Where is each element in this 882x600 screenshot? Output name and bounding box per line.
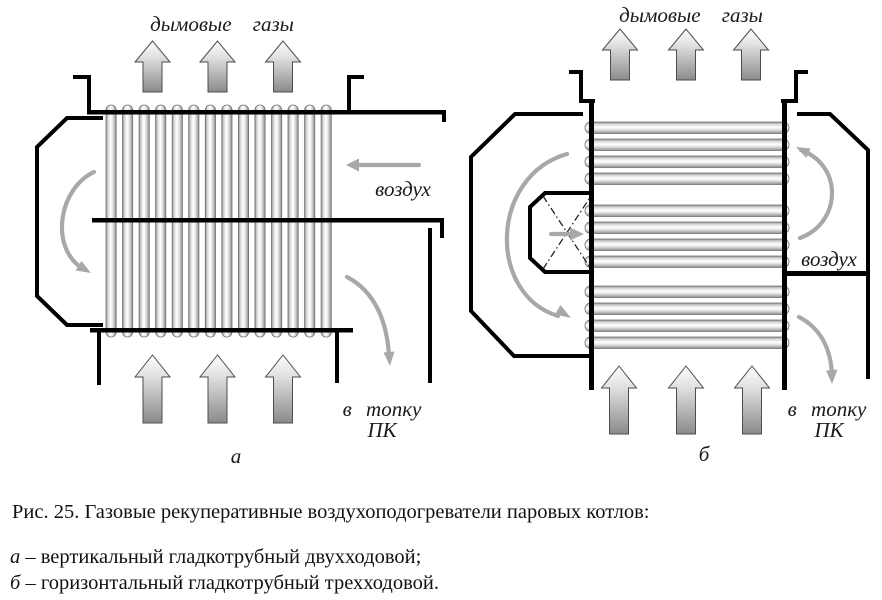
caption-key-a: а [10,546,20,568]
air-chamber-divider-b [783,271,868,276]
air-outlet-arrowhead-icon [383,351,395,366]
diagram-b-letter: б [699,442,711,466]
air-flow-arrows-a [59,158,422,366]
tube [584,285,790,298]
tube-sheet-right-b [782,103,787,390]
caption: Рис. 25. Газовые рекуперативные воздухоп… [10,501,650,594]
flange-top-right-a [347,75,351,112]
tube [584,302,790,315]
air-turn-right-arrowhead-icon [796,147,811,158]
caption-text-b: – горизонтальный гладкотрубный трехходов… [20,572,439,594]
pass-divider-hook-a [440,218,444,238]
tube-bank-b [584,121,790,349]
caption-item-b: б – горизонтальный гладкотрубный трехход… [10,572,439,594]
flue-gas-arrows-top-b [602,28,769,81]
flange-top-right-a [347,75,364,79]
flue-gas-arrows-bottom-b [601,365,770,435]
air-label-a: воздух [375,177,431,201]
to-furnace-label-a: в топку [343,397,422,421]
fan-flow-arrowhead-icon [570,227,584,241]
air-turn-arrowhead-icon [75,261,91,273]
casing-right-b [797,112,870,379]
air-outlet-wall-a [428,228,432,383]
tube-sheet-left-b [589,103,594,390]
pass-divider-baffle-a [92,218,444,223]
tube [584,121,790,134]
air-turn-arrow-icon [59,169,97,269]
flange-top-left-a [87,75,91,112]
flue-gas-arrow-up-icon [265,354,301,424]
air-duct-top-hook-a [442,110,446,122]
tube [584,155,790,168]
caption-item-a: а – вертикальный гладкотрубный двухходов… [10,546,421,568]
air-outlet-arrow-icon [796,314,835,378]
flue-gas-arrow-up-icon [134,354,171,424]
to-furnace-label-b: в топку [788,397,867,421]
tube [584,172,790,185]
air-turn-left-arrowhead-icon [555,305,571,318]
flue-gas-arrow-up-icon [668,365,704,435]
flange-top-left-a [73,75,91,79]
flange-top-left-b [579,70,583,103]
flue-gas-arrow-up-icon [733,28,769,81]
casing-left-b [469,112,590,358]
flue-gas-arrow-up-icon [134,40,171,93]
tube-sheet-bottom-a [90,328,353,333]
flue-gas-arrow-up-icon [199,40,236,93]
tube [584,138,790,151]
air-outlet-arrow-icon [344,274,392,359]
caption-key-b: б [10,572,21,594]
flange-top-right-b [794,70,798,103]
air-duct-top-wall-a [334,110,446,115]
tube [584,319,790,332]
flange-top-left-b [579,99,595,103]
caption-title: Рис. 25. Газовые рекуперативные воздухоп… [12,501,650,523]
fan-inlet-box-b [528,191,592,274]
tube-sheet-top-a [87,110,334,115]
diagram-b: дымовые газы [469,3,870,466]
flue-gas-arrow-up-icon [199,354,236,424]
flue-gas-arrow-up-icon [265,40,301,93]
diagram-a-letter: а [231,444,242,468]
air-outlet-arrowhead-icon [826,369,838,384]
flue-gas-arrow-up-icon [668,28,704,81]
flange-top-left-b [569,70,583,74]
tube [584,336,790,349]
flange-top-right-b [794,70,808,74]
flue-gas-arrow-up-icon [734,365,770,435]
tube [584,204,790,217]
flue-gas-arrows-bottom-a [134,354,301,424]
flue-gases-label-a: дымовые газы [150,12,294,36]
to-furnace-label2-b: ПК [813,418,844,442]
gas-duct-wall-left-a [97,332,101,385]
air-label-b: воздух [801,247,857,271]
tube [584,238,790,251]
flue-gas-arrow-up-icon [602,28,638,81]
tube [584,255,790,268]
caption-text-a: – вертикальный гладкотрубный двухходовой… [20,546,421,568]
air-turn-left-arrow-icon [504,151,570,319]
tube [584,221,790,234]
diagram-a: дымовые газы [35,12,446,468]
flue-gas-arrow-up-icon [601,365,637,435]
air-inlet-arrowhead-icon [346,158,359,172]
air-flow-arrows-b [504,147,838,384]
flue-gases-label-b: дымовые газы [619,3,763,27]
to-furnace-label2-a: ПК [366,418,397,442]
flange-top-right-b [781,99,797,103]
air-turn-right-arrow-icon [797,147,835,241]
gas-duct-wall-right-a [335,332,339,383]
casing-left-a [35,116,103,327]
flue-gas-arrows-top-a [134,40,301,93]
